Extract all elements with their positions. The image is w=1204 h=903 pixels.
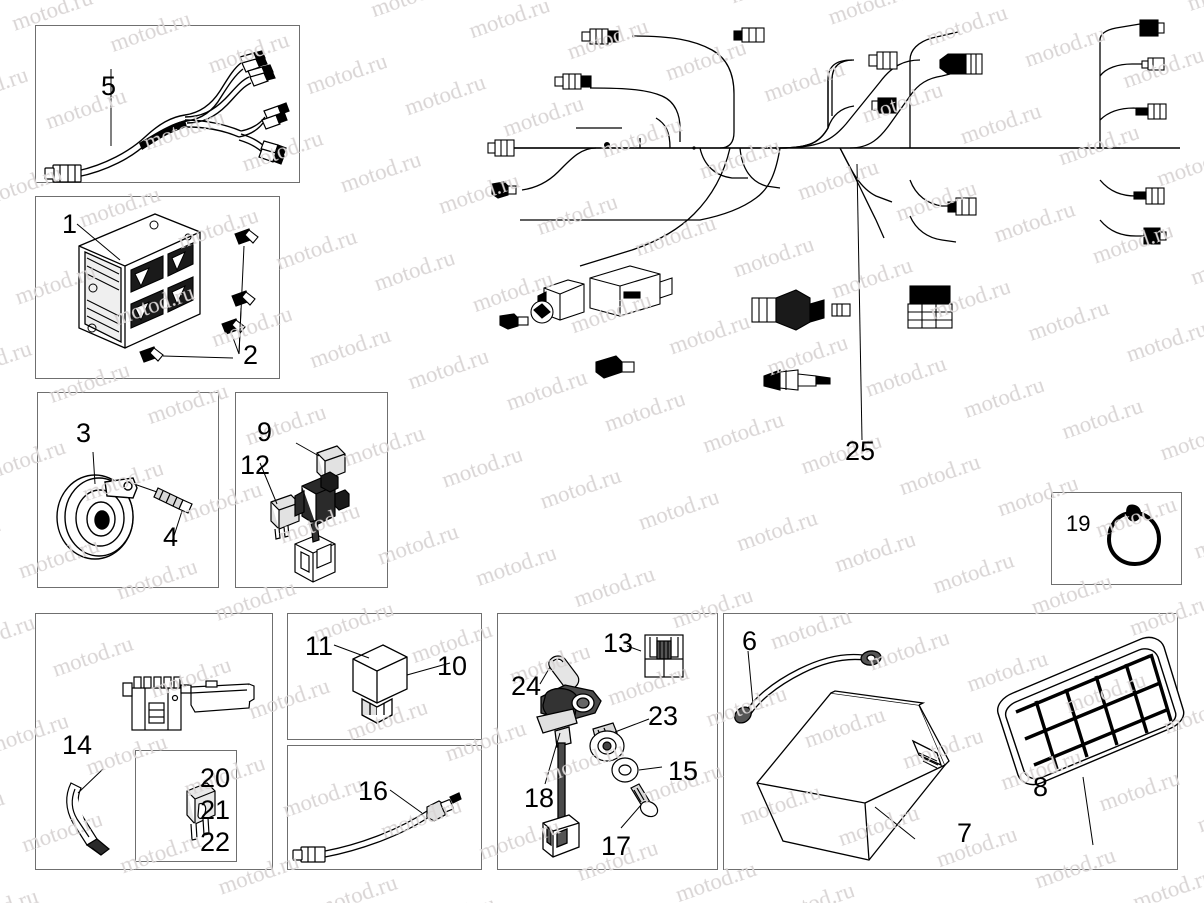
callout-6: 6 — [742, 626, 758, 656]
callout-13: 13 — [603, 628, 634, 658]
callout-16: 16 — [358, 776, 389, 806]
callout-3: 3 — [76, 418, 92, 448]
cable-tie-drawing — [1106, 504, 1162, 567]
callout-4: 4 — [163, 522, 179, 552]
horn-drawing — [56, 451, 193, 560]
callout-11: 11 — [305, 631, 334, 661]
callout-20: 20 — [200, 763, 231, 793]
callout-7: 7 — [957, 818, 973, 848]
callout-15: 15 — [668, 756, 699, 786]
battery-drawing — [734, 636, 1185, 861]
callout-25: 25 — [845, 436, 876, 466]
sub-harness-drawing — [44, 50, 290, 183]
callout-19: 19 — [1066, 511, 1091, 536]
main-wiring-harness-drawing — [487, 19, 1180, 441]
callout-24: 24 — [511, 671, 542, 701]
callout-12: 12 — [240, 450, 271, 480]
callout-18: 18 — [524, 783, 555, 813]
callout-21: 21 — [200, 795, 231, 825]
callout-10: 10 — [437, 651, 468, 681]
callout-22: 22 — [200, 827, 231, 857]
callout-23: 23 — [648, 701, 679, 731]
callout-9: 9 — [257, 417, 273, 447]
callout-14: 14 — [62, 730, 93, 760]
callout-5: 5 — [101, 71, 117, 101]
cable-drawing — [292, 789, 462, 863]
callout-1: 1 — [62, 209, 78, 239]
callout-17: 17 — [601, 831, 632, 861]
callout-2: 2 — [243, 340, 259, 370]
callout-8: 8 — [1033, 772, 1049, 802]
